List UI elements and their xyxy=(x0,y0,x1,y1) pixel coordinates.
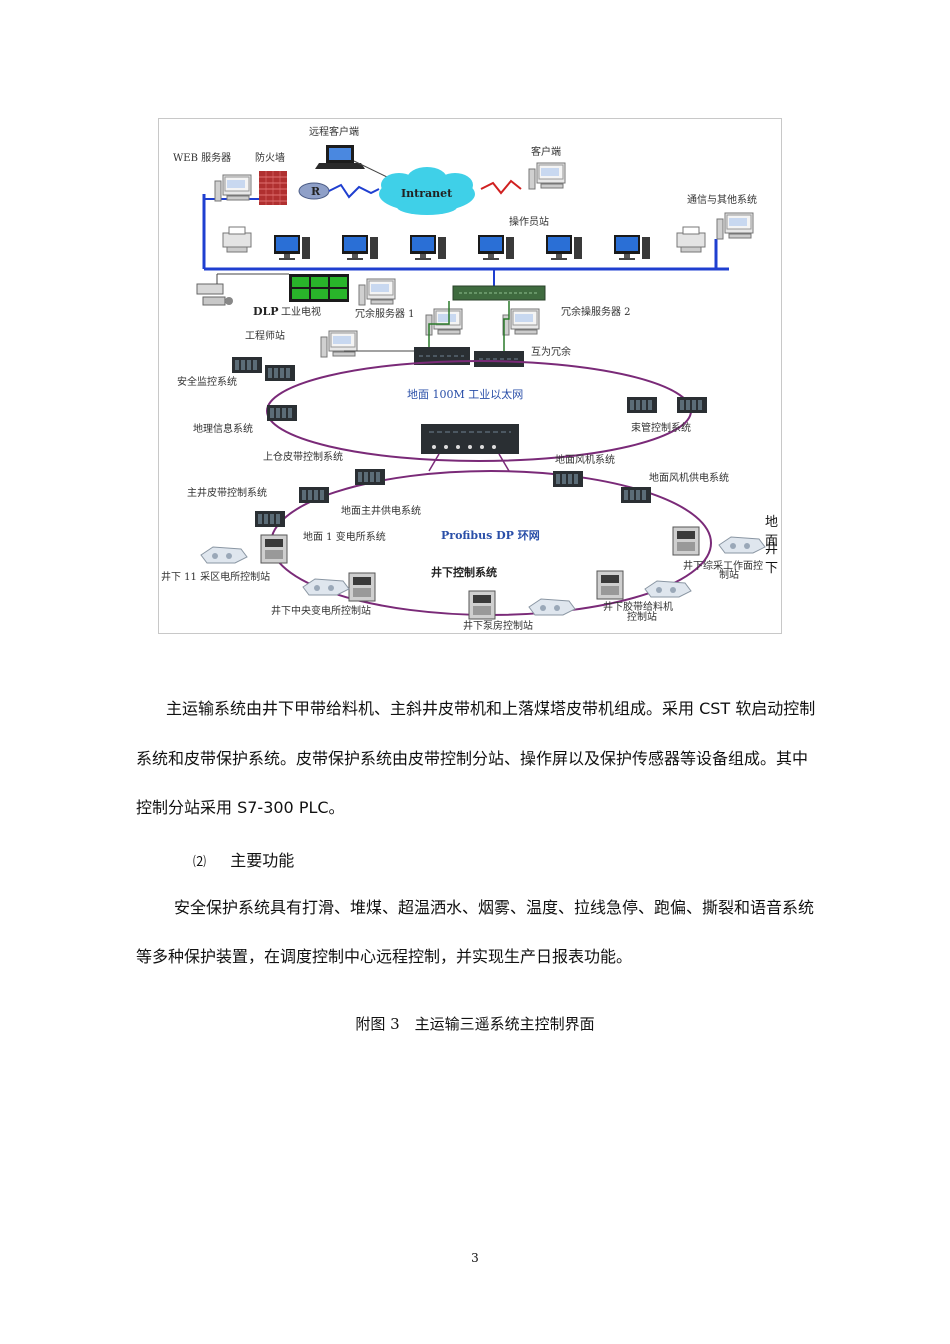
label-belt-feeder-a: 井下胶带给料机 xyxy=(603,600,673,613)
surface-fan-plc-icon xyxy=(553,471,583,487)
label-web-server: WEB 服务器 xyxy=(173,151,231,164)
label-pump-room: 井下泵房控制站 xyxy=(463,619,533,632)
operator-monitor-6-icon xyxy=(614,235,650,260)
bundle-switch-icon xyxy=(627,397,657,413)
redundant-server-1b-icon xyxy=(425,308,463,336)
label-belt-feeder-b: 控制站 xyxy=(627,610,657,623)
central-hub-icon xyxy=(421,424,519,454)
label-bundle-tube: 束管控制系统 xyxy=(631,421,691,434)
label-engineer-station: 工程师站 xyxy=(245,329,285,342)
switch-icon xyxy=(452,285,546,301)
label-operator-stations: 操作员站 xyxy=(509,215,549,228)
laptop-icon xyxy=(315,145,365,169)
operator-monitor-2-icon xyxy=(342,235,378,260)
section-heading-text: 主要功能 xyxy=(230,851,295,870)
side-label-underground: 井下 xyxy=(765,542,779,576)
central-substation-machine-icon xyxy=(302,578,350,596)
label-profibus: Profibus DP 环网 xyxy=(441,529,540,542)
central-substation-station-icon xyxy=(348,572,376,602)
main-shaft-belt-plc-icon xyxy=(255,511,285,527)
label-geo-info: 地理信息系统 xyxy=(193,422,253,435)
label-client: 客户端 xyxy=(531,145,561,158)
label-surface-fan: 地面风机系统 xyxy=(555,453,615,466)
pump-room-station-icon xyxy=(468,590,496,620)
label-industrial-tv: 工业电视 xyxy=(281,305,321,318)
printer-icon-2 xyxy=(676,226,706,253)
belt-feeder-station-icon xyxy=(596,570,624,600)
label-redundant-server-1: 冗余服务器 1 xyxy=(355,307,415,320)
paragraph-1-line-3: 控制分站采用 S7-300 PLC。 xyxy=(136,798,345,817)
page-number: 3 xyxy=(471,1251,479,1265)
network-diagram: 远程客户端 WEB 服务器 防火墙 R Intranet 客户端 xyxy=(158,118,782,634)
paragraph-1-line-2: 系统和皮带保护系统。皮带保护系统由皮带控制分站、操作屏以及保护传感器等设备组成。… xyxy=(136,749,809,768)
engineer-server-icon xyxy=(320,330,358,358)
label-fully-mech-face-a: 井下综采工作面控 xyxy=(683,559,763,572)
surface-fan-power-plc-icon xyxy=(621,487,651,503)
geo-plc-icon xyxy=(267,405,297,421)
section-heading-number: ⑵ xyxy=(193,855,207,870)
paragraph-1-line-1: 主运输系统由井下甲带给料机、主斜井皮带机和上落煤塔皮带机组成。采用 CST 软启… xyxy=(166,699,816,718)
paragraph-2-line-2: 等多种保护装置，在调度控制中心远程控制，并实现生产日报表功能。 xyxy=(136,947,633,966)
label-upper-belt: 上仓皮带控制系统 xyxy=(263,450,343,463)
intranet-cloud-icon: Intranet xyxy=(379,167,475,215)
label-mutual-redundant: 互为冗余 xyxy=(531,345,571,358)
comm-server-icon xyxy=(716,212,754,240)
bundle-plc-icon xyxy=(677,397,707,413)
client-server-icon xyxy=(528,162,566,190)
label-dlp: DLP xyxy=(253,305,279,318)
figure-caption: 附图 3 主运输三遥系统主控制界面 xyxy=(355,1015,595,1033)
label-remote-client: 远程客户端 xyxy=(309,125,359,138)
label-mining-area-11: 井下 11 采区电所控制站 xyxy=(161,570,270,583)
operator-monitor-4-icon xyxy=(478,235,514,260)
fully-mech-face-station-icon xyxy=(672,526,700,556)
upper-belt-plc-icon xyxy=(355,469,385,485)
mining-area-11-machine-icon xyxy=(200,546,248,564)
label-safety-monitoring: 安全监控系统 xyxy=(177,375,237,388)
operator-monitor-1-icon xyxy=(274,235,310,260)
side-label-surface: 地面 xyxy=(765,515,779,549)
label-underground-control: 井下控制系统 xyxy=(431,565,497,579)
router-icon: R xyxy=(298,182,330,200)
operator-monitor-5-icon xyxy=(546,235,582,260)
fully-mech-face-machine-icon xyxy=(718,536,766,554)
dlp-wall-icon xyxy=(289,274,349,302)
redundant-server-1-icon xyxy=(358,278,396,306)
label-surface-fan-power: 地面风机供电系统 xyxy=(649,471,729,484)
label-ethernet-100m: 地面 100M 工业以太网 xyxy=(407,388,523,401)
label-main-shaft-power: 地面主井供电系统 xyxy=(341,504,421,517)
firewall-icon xyxy=(259,171,287,205)
core-switch-2-icon xyxy=(474,351,524,367)
belt-feeder-machine-icon xyxy=(644,580,692,598)
safety-plc-icon xyxy=(232,357,262,373)
label-main-shaft-belt: 主井皮带控制系统 xyxy=(187,486,267,499)
label-comm-other: 通信与其他系统 xyxy=(687,193,757,206)
label-router: R xyxy=(311,185,321,198)
safety-switch-icon xyxy=(265,365,295,381)
label-intranet: Intranet xyxy=(401,187,453,200)
section-heading: ⑵ 主要功能 xyxy=(193,853,393,871)
operator-monitor-3-icon xyxy=(410,235,446,260)
label-redundant-server-2: 冗余操服务器 2 xyxy=(561,305,631,318)
mining-area-11-station-icon xyxy=(260,534,288,564)
camera-icon xyxy=(196,283,233,306)
label-firewall: 防火墙 xyxy=(255,151,285,164)
label-fully-mech-face-b: 制站 xyxy=(719,568,739,581)
main-shaft-power-plc-icon xyxy=(299,487,329,503)
web-server-icon xyxy=(214,174,252,202)
label-central-substation: 井下中央变电所控制站 xyxy=(271,604,371,617)
pump-room-machine-icon xyxy=(528,598,576,616)
paragraph-2-line-1: 安全保护系统具有打滑、堆煤、超温洒水、烟雾、温度、拉线急停、跑偏、撕裂和语音系统 xyxy=(174,898,815,917)
printer-icon xyxy=(222,226,252,253)
label-substation-1: 地面 1 变电所系统 xyxy=(303,530,386,543)
network-diagram-svg: 远程客户端 WEB 服务器 防火墙 R Intranet 客户端 xyxy=(161,125,766,632)
